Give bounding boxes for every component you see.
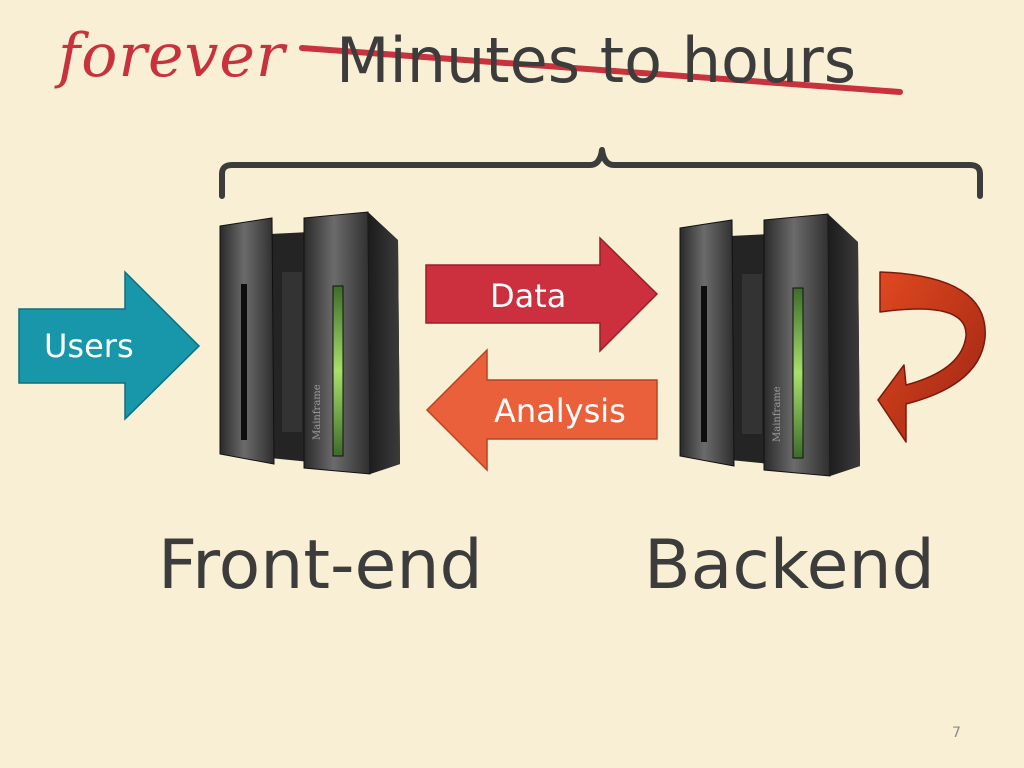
title-strike-line bbox=[299, 45, 903, 95]
backend-caption: Backend bbox=[644, 526, 935, 605]
slide-title: Minutes to hours bbox=[336, 24, 857, 97]
analysis-arrow bbox=[425, 348, 658, 472]
page-number: 7 bbox=[952, 725, 961, 741]
data-arrow bbox=[425, 236, 659, 353]
front-end-mainframe-icon bbox=[219, 211, 401, 475]
front-end-caption: Front-end bbox=[158, 526, 483, 605]
users-arrow bbox=[18, 270, 201, 421]
time-span-brace bbox=[219, 147, 983, 199]
correction-text: forever bbox=[58, 21, 286, 91]
users-arrow-label: Users bbox=[44, 327, 134, 365]
data-arrow-label: Data bbox=[490, 277, 567, 315]
front-end-mainframe-label: Mainframe bbox=[312, 384, 323, 440]
backend-mainframe-icon bbox=[679, 213, 861, 477]
backend-mainframe-label: Mainframe bbox=[772, 386, 783, 442]
loop-arrow bbox=[877, 271, 986, 443]
analysis-arrow-label: Analysis bbox=[494, 392, 626, 430]
